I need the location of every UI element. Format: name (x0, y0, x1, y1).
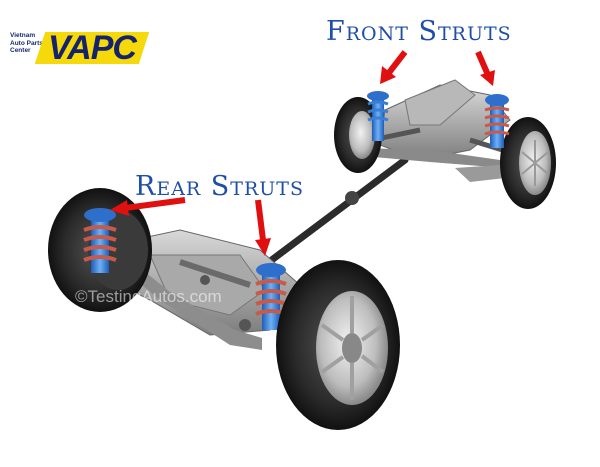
front-left-strut (367, 91, 389, 141)
logo-line-1: Vietnam (10, 32, 36, 39)
front-left-wheel (334, 97, 382, 173)
rear-left-arrow (110, 197, 186, 216)
driveshaft (261, 156, 409, 269)
rear-left-strut (83, 208, 117, 273)
driveshaft-joint (345, 191, 359, 205)
front-right-arrow (475, 50, 495, 86)
front-right-wheel (500, 117, 556, 209)
watermark: ©TestingAutos.com (75, 287, 222, 306)
front-right-strut (484, 94, 510, 148)
front-left-arrow (380, 50, 408, 84)
rear-right-wheel (276, 260, 400, 430)
rear-right-arrow (255, 199, 271, 256)
logo-line-2: Auto Parts (10, 39, 43, 47)
front-struts-label: Front Struts (326, 16, 512, 47)
rear-right-strut (255, 263, 287, 330)
vapc-logo: Vietnam Auto Parts Center VAPC (10, 29, 150, 75)
logo-wordmark: VAPC (48, 29, 137, 67)
rear-struts-label: Rear Struts (135, 171, 304, 202)
rear-subframe (109, 229, 301, 350)
logo-line-3: Center (10, 47, 31, 54)
logo-caption: Vietnam Auto Parts Center (10, 32, 46, 55)
front-subframe (360, 79, 536, 182)
